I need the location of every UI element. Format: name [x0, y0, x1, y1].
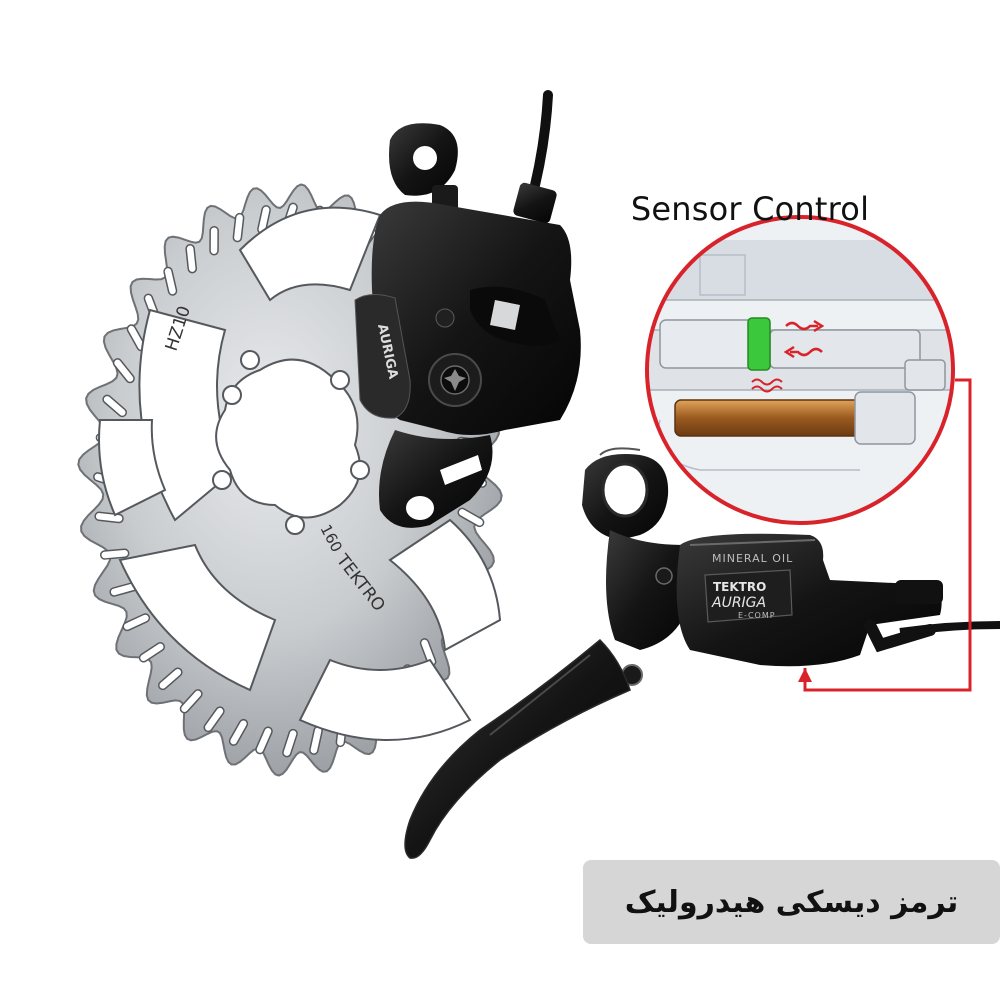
rotor-slot	[209, 225, 219, 256]
rotor-slot	[112, 358, 135, 384]
rotor-slot	[102, 394, 128, 418]
rotor-slot	[228, 718, 249, 746]
lever-model-text: AURIGA	[711, 595, 766, 611]
lever-sub-text: E-COMP	[738, 611, 776, 620]
callout-title: Sensor Control	[630, 190, 870, 228]
callout-connector-line	[803, 378, 972, 692]
signal-wave-icon	[751, 378, 783, 393]
magnet-rod	[674, 399, 861, 437]
rotor-slot	[122, 613, 151, 632]
sensor-callout	[645, 215, 972, 692]
rotor-slot	[185, 244, 198, 274]
rotor-slot	[99, 548, 130, 560]
brake-caliper: AURIGA	[354, 90, 581, 528]
signal-arrow-icon	[785, 321, 818, 331]
brake-lever: MINERAL OIL TEKTRO AURIGA E-COMP	[404, 447, 1000, 859]
rotor-slot	[457, 507, 485, 528]
rotor-slot	[179, 689, 203, 714]
rotor-spoke-windows	[98, 206, 502, 741]
sensor-ring	[747, 317, 771, 371]
rotor-slot	[163, 266, 178, 296]
sensor-diagram	[647, 217, 953, 523]
lever-brand-text: TEKTRO	[713, 580, 766, 594]
product-label-text: ترمز دیسکی هیدرولیک	[624, 884, 959, 920]
signal-arrow-icon	[790, 347, 823, 357]
rotor-slot	[282, 728, 298, 758]
rotor-slot	[203, 706, 225, 733]
callout-arrow-icon	[798, 668, 812, 682]
rotor-slot	[138, 642, 166, 663]
rotor-slot	[158, 667, 183, 691]
lever-reservoir-text: MINERAL OIL	[712, 552, 793, 565]
rotor-slot	[232, 212, 245, 243]
rotor-slot	[255, 726, 273, 755]
product-label-badge: ترمز دیسکی هیدرولیک	[583, 860, 1000, 944]
